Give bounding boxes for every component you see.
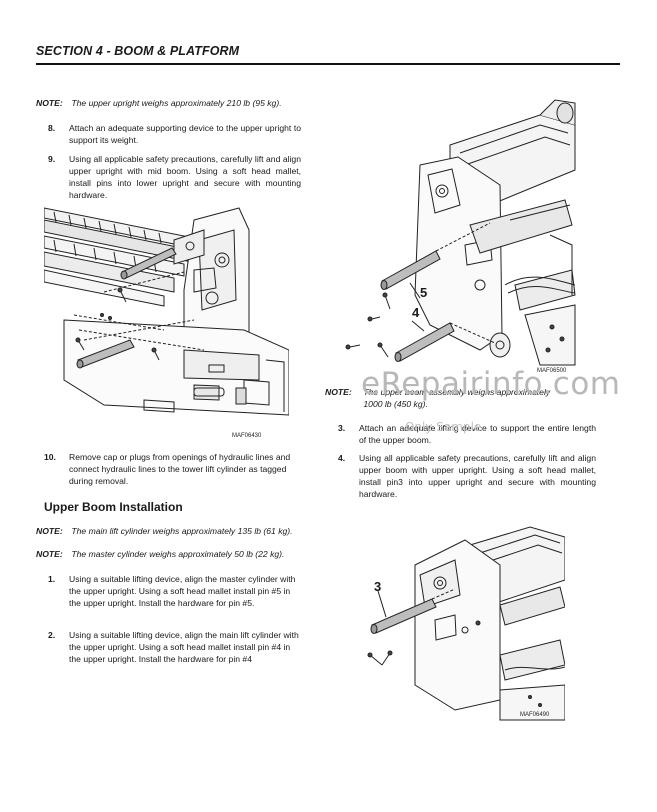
step-2: 2. Using a suitable lifting device, alig… <box>48 629 303 679</box>
section-heading: Upper Boom Installation <box>44 500 183 514</box>
note-text: The master cylinder weighs approximately… <box>71 549 285 559</box>
section-title: SECTION 4 - BOOM & PLATFORM <box>36 44 240 58</box>
figure-caption: MAF06430 <box>232 433 262 439</box>
step-8: 8. Attach an adequate supporting device … <box>48 122 303 148</box>
step-text: Using a suitable lifting device, align t… <box>69 630 299 664</box>
step-text: Attach an adequate supporting device to … <box>69 123 301 145</box>
figure-caption: MAF06490 <box>520 712 550 718</box>
step-text: Remove cap or plugs from openings of hyd… <box>69 452 291 486</box>
note-label: NOTE: <box>325 387 352 397</box>
step-1: 1. Using a suitable lifting device, alig… <box>48 573 303 623</box>
step-3: 3. Attach an adequate lifting device to … <box>338 422 596 448</box>
step-number: 9. <box>48 154 56 164</box>
note-upper-upright-weight: NOTE: The upper upright weighs approxima… <box>36 97 306 109</box>
figure-upper-upright-install: MAF06430 <box>44 200 289 445</box>
step-10: 10. Remove cap or plugs from openings of… <box>44 451 303 491</box>
note-main-lift-cylinder-weight: NOTE: The main lift cylinder weighs appr… <box>36 525 306 537</box>
step-9: 9. Using all applicable safety precautio… <box>48 153 303 203</box>
step-4: 4. Using all applicable safety precautio… <box>338 452 596 502</box>
note-label: NOTE: <box>36 98 63 108</box>
callout-3: 3 <box>374 579 382 594</box>
step-number: 3. <box>338 423 346 433</box>
note-label: NOTE: <box>36 526 63 536</box>
note-text: The upper boom assembly weighs approxima… <box>363 387 551 409</box>
step-number: 1. <box>48 574 56 584</box>
note-upper-boom-weight: NOTE: The upper boom assembly weighs app… <box>325 386 565 410</box>
step-text: Attach an adequate lifting device to sup… <box>359 423 596 445</box>
callout-4: 4 <box>412 305 420 320</box>
step-text: Using all applicable safety precautions,… <box>69 154 301 200</box>
step-text: Using all applicable safety precautions,… <box>359 453 596 499</box>
step-number: 8. <box>48 123 56 133</box>
step-number: 2. <box>48 630 56 640</box>
watermark-sub: Only Sample <box>405 420 482 434</box>
step-text: Using a suitable lifting device, align t… <box>69 574 296 608</box>
note-text: The main lift cylinder weighs approximat… <box>71 526 293 536</box>
figure-caption: MAF06500 <box>537 368 567 374</box>
figure-upper-boom-pin: 3 MAF06490 <box>360 525 565 725</box>
callout-5: 5 <box>420 285 428 300</box>
section-rule <box>36 63 620 65</box>
note-master-cylinder-weight: NOTE: The master cylinder weighs approxi… <box>36 548 306 560</box>
watermark: eRepairinfo.com <box>361 366 621 402</box>
step-number: 10. <box>44 452 56 462</box>
step-number: 4. <box>338 453 346 463</box>
note-text: The upper upright weighs approximately 2… <box>71 98 282 108</box>
note-label: NOTE: <box>36 549 63 559</box>
figure-cylinder-pins: 5 4 MAF06500 <box>340 95 580 380</box>
